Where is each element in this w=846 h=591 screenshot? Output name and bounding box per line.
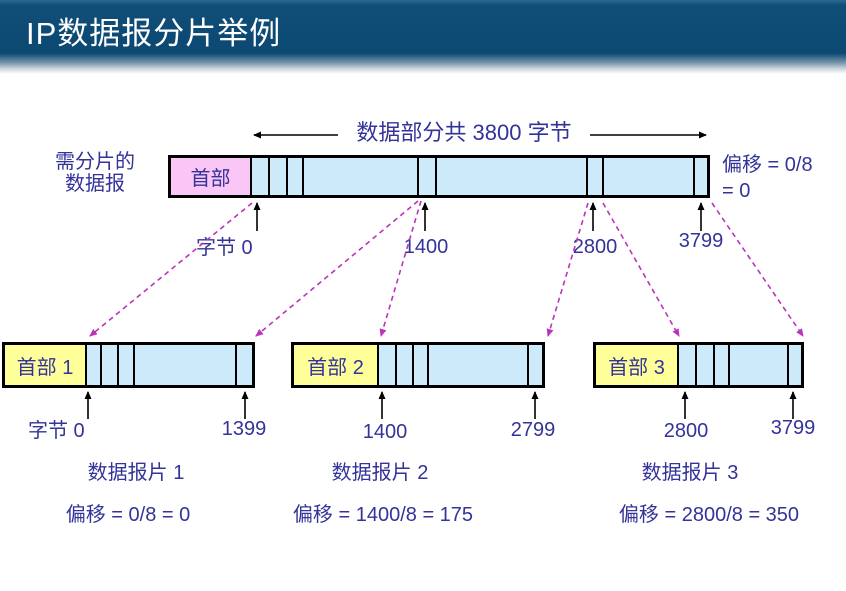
fragment-1-end-label: 1399 xyxy=(221,418,267,440)
byte-1400-divider xyxy=(417,158,419,195)
field-divider xyxy=(695,345,697,385)
fragment-3-header-cell: 首部 3 xyxy=(596,345,679,385)
original-header-label: 首部 xyxy=(190,168,231,190)
byte-3799-divider xyxy=(693,158,695,195)
field-divider xyxy=(302,158,304,195)
field-divider xyxy=(268,158,270,195)
original-byte-start-label: 字节 0 xyxy=(196,237,253,259)
fragment-3-end-label: 3799 xyxy=(770,417,816,439)
page-title: IP数据报分片举例 xyxy=(26,16,282,51)
original-byte-pointer-arrows xyxy=(253,202,705,231)
field-divider xyxy=(427,345,429,385)
field-divider xyxy=(235,345,237,385)
fragment-2-caption: 数据报片 2 xyxy=(331,462,429,484)
original-offset-line2: = 0 xyxy=(722,180,751,202)
original-offset-line1: 偏移 = 0/8 xyxy=(722,154,813,176)
fragment-1-header-cell: 首部 1 xyxy=(5,345,87,385)
fragment-3-bar: 首部 3 xyxy=(593,342,804,388)
original-byte-3799-label: 3799 xyxy=(678,230,724,252)
field-divider xyxy=(286,158,288,195)
fragment-2-header-label: 首部 2 xyxy=(307,356,364,379)
original-header-cell: 首部 xyxy=(171,158,252,195)
fragment-3-offset: 偏移 = 2800/8 = 350 xyxy=(618,504,800,526)
byte-2800-divider xyxy=(586,158,588,195)
title-bar: IP数据报分片举例 xyxy=(0,0,846,74)
fragment-3-start-label: 2800 xyxy=(663,420,709,442)
field-divider xyxy=(395,345,397,385)
field-divider xyxy=(117,345,119,385)
source-datagram-label-line1: 需分片的 xyxy=(55,151,135,173)
fragment-1-start-label: 字节 0 xyxy=(28,420,85,442)
original-datagram-bar: 首部 xyxy=(168,155,710,198)
fragment-2-header-cell: 首部 2 xyxy=(294,345,379,385)
fragment-mapping-dashed-arrows xyxy=(89,200,804,337)
fragment-3-caption: 数据报片 3 xyxy=(641,462,739,484)
field-divider xyxy=(527,345,529,385)
byte-1400-divider xyxy=(435,158,437,195)
field-divider xyxy=(728,345,730,385)
fragment-3-header-label: 首部 3 xyxy=(608,356,665,379)
fragment-1-caption: 数据报片 1 xyxy=(87,462,185,484)
data-size-label: 数据部分共 3800 字节 xyxy=(356,120,572,145)
fragment-byte-pointer-arrows xyxy=(84,391,797,419)
original-byte-1400-label: 1400 xyxy=(403,236,449,258)
field-divider xyxy=(713,345,715,385)
field-divider xyxy=(100,345,102,385)
fragment-2-end-label: 2799 xyxy=(510,419,556,441)
fragment-2-offset: 偏移 = 1400/8 = 175 xyxy=(292,504,474,526)
source-datagram-label: 需分片的 数据报 xyxy=(30,151,160,195)
byte-2800-divider xyxy=(602,158,604,195)
original-byte-2800-label: 2800 xyxy=(572,236,618,258)
fragment-1-header-label: 首部 1 xyxy=(16,356,74,379)
source-datagram-label-line2: 数据报 xyxy=(65,173,125,195)
field-divider xyxy=(412,345,414,385)
field-divider xyxy=(133,345,135,385)
fragment-2-bar: 首部 2 xyxy=(291,342,545,388)
fragment-1-bar: 首部 1 xyxy=(2,342,255,388)
original-offset-label: 偏移 = 0/8 = 0 xyxy=(722,152,813,204)
fragment-1-offset: 偏移 = 0/8 = 0 xyxy=(65,504,191,526)
field-divider xyxy=(787,345,789,385)
fragment-2-start-label: 1400 xyxy=(362,421,408,443)
